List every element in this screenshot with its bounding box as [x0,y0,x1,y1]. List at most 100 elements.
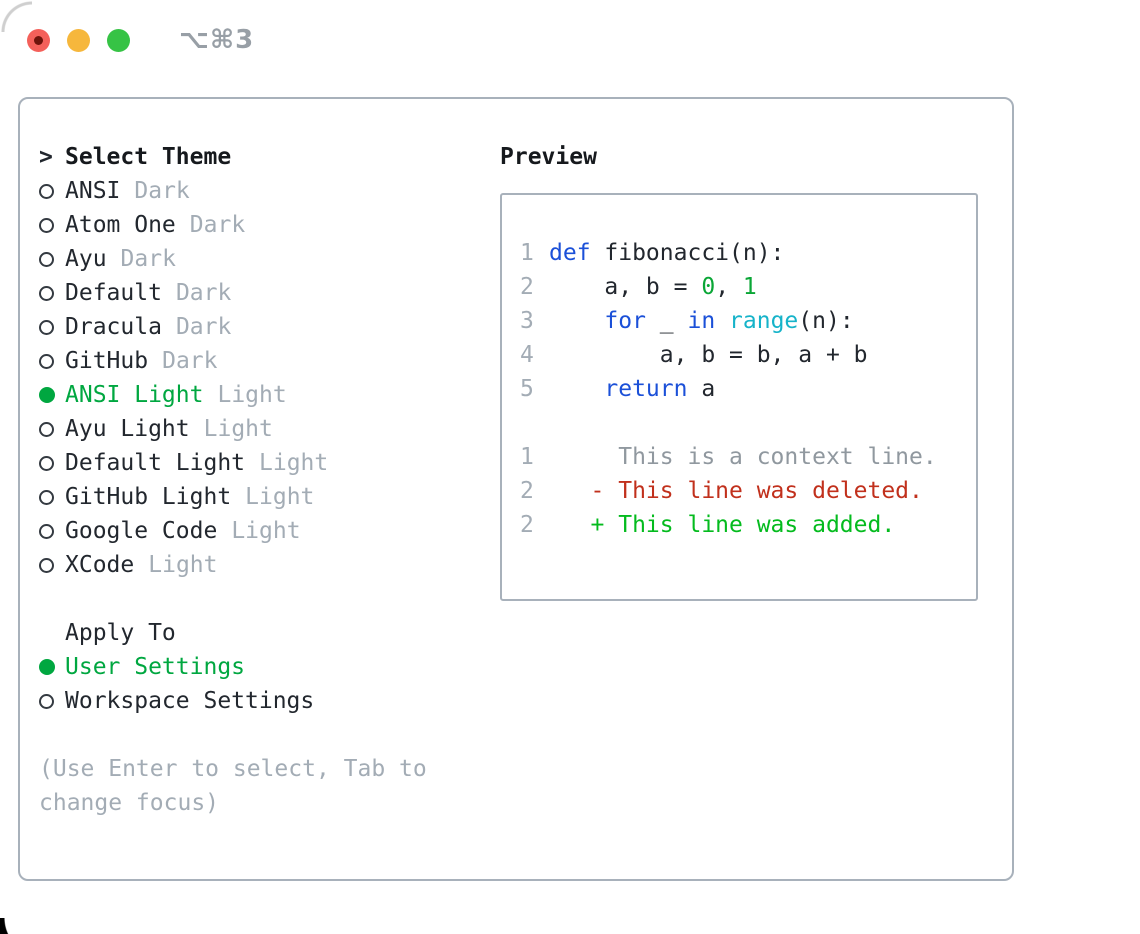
code-line: 1 def fibonacci(n): [520,236,962,270]
radio-unselected-icon [39,319,54,335]
code-token: 0 [701,274,716,300]
line-number: 2 [520,478,534,504]
theme-option-label: XCode [65,552,135,578]
theme-option-label: GitHub Light [65,484,232,510]
line-number: 1 [520,240,534,266]
theme-variant-label: Dark [162,348,218,374]
theme-option-label: ANSI Light [65,382,204,408]
theme-option-github[interactable]: GitHub Dark [39,344,484,378]
line-number: 4 [520,342,534,368]
code-sample: 1 def fibonacci(n): 2 a, b = 0, 1 3 for _ i… [520,236,962,406]
line-number: 1 [520,444,534,470]
theme-option-default[interactable]: Default Dark [39,276,484,310]
diff-text: This is a context line. [549,444,937,470]
code-token [715,308,729,334]
theme-option-default-light[interactable]: Default Light Light [39,446,484,480]
theme-variant-label: Light [203,416,273,442]
radio-unselected-icon [39,353,54,369]
diff-sample: 1 This is a context line.2 - This line w… [520,440,962,542]
apply-option-workspace-settings[interactable]: Workspace Settings [39,684,484,718]
theme-option-ayu-light[interactable]: Ayu Light Light [39,412,484,446]
theme-option-ansi[interactable]: ANSI Dark [39,174,484,208]
radio-selected-icon [39,659,55,675]
line-number: 2 [520,512,534,538]
code-line: 5 return a [520,372,962,406]
radio-unselected-icon [39,693,54,709]
theme-option-dracula[interactable]: Dracula Dark [39,310,484,344]
code-token: , [715,274,743,300]
theme-option-label: Dracula [65,314,162,340]
preview-box: 1 def fibonacci(n): 2 a, b = 0, 1 3 for _ i… [500,193,978,601]
line-number: 3 [520,308,534,334]
radio-unselected-icon [39,455,54,471]
theme-variant-label: Light [217,382,287,408]
radio-unselected-icon [39,183,54,199]
theme-option-label: GitHub [65,348,149,374]
select-theme-header: > Select Theme [39,140,484,174]
code-token: for [604,308,646,334]
code-token: _ [645,308,688,334]
diff-line-added: 2 + This line was added. [520,508,962,542]
prompt-cell: > [39,140,65,174]
theme-variant-label: Dark [175,280,232,306]
theme-option-atom-one[interactable]: Atom One Dark [39,208,484,242]
code-token: range [729,308,799,334]
theme-variant-label: Light [231,518,301,544]
screen-corner-artifact-bottom-left [0,918,42,934]
theme-option-label: Ayu [65,246,107,272]
radio-unselected-icon [39,489,54,505]
code-token [549,308,604,334]
line-number: 5 [520,376,534,402]
window-titlebar: ⌥⌘3 [27,25,254,55]
code-token [549,376,604,402]
code-token: def [549,240,591,266]
theme-variant-label: Light [259,450,329,476]
apply-option-user-settings[interactable]: User Settings [39,650,484,684]
preview-title: Preview [500,144,597,170]
theme-option-label: Default [65,280,162,306]
preview-column: Preview 1 def fibonacci(n): 2 a, b = 0, 1 3… [500,140,978,601]
theme-variant-label: Light [245,484,315,510]
radio-selected-icon [39,387,55,403]
zoom-button[interactable] [107,28,130,52]
theme-variant-label: Dark [189,212,246,238]
theme-option-label: Default Light [65,450,246,476]
code-token: (n): [798,308,854,334]
select-theme-title: Select Theme [65,144,232,170]
theme-option-label: ANSI [65,178,121,204]
code-token: in [687,308,716,334]
theme-variant-label: Dark [134,178,190,204]
apply-option-label: Workspace Settings [65,688,315,714]
usage-hint: (Use Enter to select, Tab to change focu… [39,756,427,816]
radio-unselected-icon [39,217,54,233]
theme-option-label: Ayu Light [65,416,190,442]
apply-to-header: Apply To [39,616,484,650]
apply-option-label: User Settings [65,654,246,680]
prompt-icon: > [39,144,53,170]
apply-to-title: Apply To [65,620,176,646]
theme-option-github-light[interactable]: GitHub Light Light [39,480,484,514]
code-token: 1 [742,274,757,300]
code-token: return [604,376,688,402]
minimize-button[interactable] [67,28,90,52]
line-number: 2 [520,274,534,300]
close-button[interactable] [27,28,50,52]
radio-unselected-icon [39,523,54,539]
screen-corner-artifact-top-left [0,0,32,32]
theme-variant-label: Dark [175,314,232,340]
theme-option-ansi-light[interactable]: ANSI Light Light [39,378,484,412]
theme-option-label: Atom One [65,212,176,238]
diff-line-deleted: 2 - This line was deleted. [520,474,962,508]
code-token: fibonacci(n): [590,240,785,266]
diff-line-context: 1 This is a context line. [520,440,962,474]
radio-unselected-icon [39,285,54,301]
code-line: 2 a, b = 0, 1 [520,270,962,304]
